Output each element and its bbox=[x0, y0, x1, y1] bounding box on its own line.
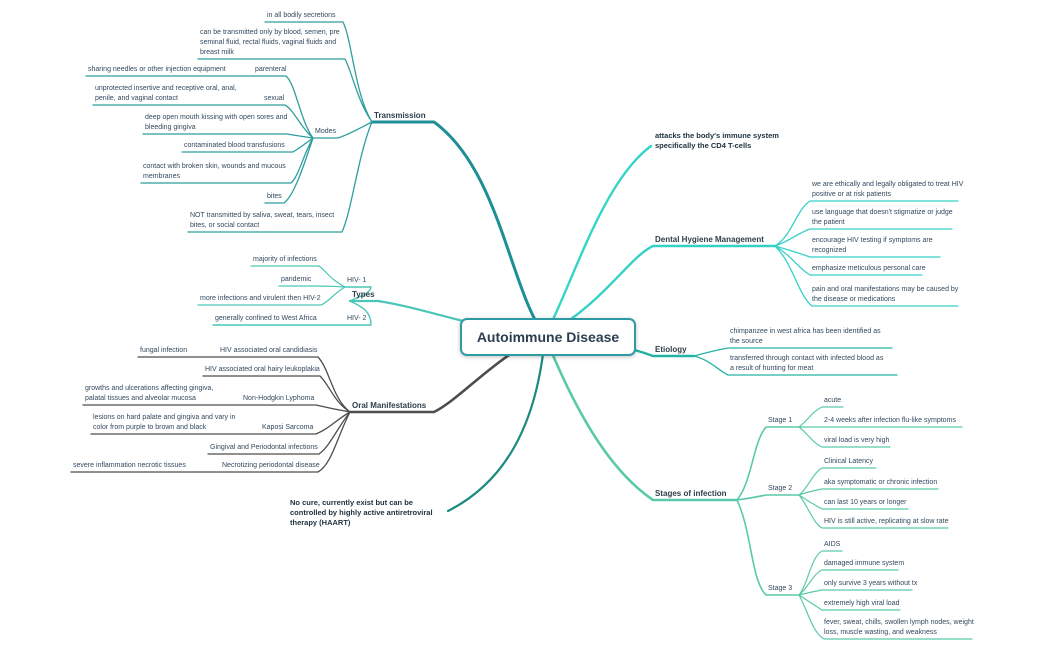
node-viral-load-high[interactable]: viral load is very high bbox=[824, 437, 890, 444]
node-pandemic[interactable]: pandemic bbox=[281, 276, 312, 283]
node-non-hodgkin-lymphoma[interactable]: Non-Hodgkin Lyphoma bbox=[243, 395, 315, 402]
node-sexual[interactable]: sexual bbox=[264, 95, 285, 102]
node-west-africa[interactable]: generally confined to West Africa bbox=[215, 315, 317, 322]
branch-oral-children bbox=[70, 356, 351, 473]
node-gingival-periodontal-infections[interactable]: Gingival and Periodontal infections bbox=[210, 444, 318, 451]
branch-transmission-trunk bbox=[370, 120, 547, 338]
node-chronic-infection[interactable]: aka symptomatic or chronic infection bbox=[824, 479, 938, 486]
node-stages-of-infection[interactable]: Stages of infection bbox=[655, 489, 727, 498]
node-damaged-immune-system[interactable]: damaged immune system bbox=[824, 560, 905, 567]
node-pain-oral-manifestations[interactable]: pain and oral manifestations may be caus… bbox=[812, 286, 959, 303]
node-acute[interactable]: acute bbox=[824, 397, 842, 404]
central-node-title: Autoimmune Disease bbox=[476, 329, 620, 345]
node-severe-inflammation[interactable]: severe inflammation necrotic tissues bbox=[73, 462, 186, 469]
node-extremely-high-viral-load[interactable]: extremely high viral load bbox=[824, 600, 900, 607]
node-chimpanzee-source[interactable]: chimpanzee in west africa has been ident… bbox=[730, 328, 881, 345]
central-node[interactable]: Autoimmune Disease bbox=[460, 318, 636, 356]
node-oral-manifestations[interactable]: Oral Manifestations bbox=[352, 401, 427, 410]
node-types[interactable]: Types bbox=[352, 290, 375, 299]
branch-modes-children bbox=[85, 75, 314, 204]
node-open-mouth-kissing[interactable]: deep open mouth kissing with open sores … bbox=[145, 114, 288, 131]
node-stage-1[interactable]: Stage 1 bbox=[768, 417, 793, 424]
node-more-virulent[interactable]: more infections and virulent then HIV-2 bbox=[200, 295, 321, 302]
node-non-stigmatizing-language[interactable]: use language that doesn't stigmatize or … bbox=[812, 209, 953, 226]
node-hiv-1[interactable]: HIV- 1 bbox=[347, 277, 367, 284]
node-blood-transfusions[interactable]: contaminated blood transfusions bbox=[184, 142, 285, 149]
node-parenteral[interactable]: parenteral bbox=[255, 66, 287, 73]
node-kaposi-sarcoma[interactable]: Kaposi Sarcoma bbox=[262, 424, 314, 431]
branch-stage2-children bbox=[798, 467, 949, 529]
node-majority-of-infections[interactable]: majority of infections bbox=[253, 256, 317, 263]
node-necrotizing-periodontal-disease[interactable]: Necrotizing periodontal disease bbox=[222, 462, 320, 469]
node-replicating-slow-rate[interactable]: HIV is still active, replicating at slow… bbox=[824, 518, 949, 525]
node-transmission[interactable]: Transmission bbox=[374, 111, 426, 120]
node-bodily-secretions[interactable]: in all bodily secretions bbox=[267, 12, 336, 19]
branch-haart bbox=[446, 334, 547, 513]
node-transmitted-by-fluids[interactable]: can be transmitted only by blood, semen,… bbox=[200, 29, 340, 56]
node-modes[interactable]: Modes bbox=[315, 128, 337, 135]
node-etiology[interactable]: Etiology bbox=[655, 345, 687, 354]
branch-dental-children bbox=[774, 200, 959, 307]
node-palate-lesions[interactable]: lesions on hard palate and gingiva and v… bbox=[93, 414, 236, 431]
node-ten-years-or-longer[interactable]: can last 10 years or longer bbox=[824, 499, 907, 506]
node-oral-candidiasis[interactable]: HIV associated oral candidiasis bbox=[220, 347, 318, 354]
node-survive-3-years[interactable]: only survive 3 years without tx bbox=[824, 580, 918, 587]
branch-hiv1-children bbox=[197, 265, 346, 306]
node-stage-3[interactable]: Stage 3 bbox=[768, 585, 793, 592]
node-clinical-latency[interactable]: Clinical Latency bbox=[824, 458, 874, 465]
node-sharing-needles[interactable]: sharing needles or other injection equip… bbox=[88, 66, 226, 73]
node-fungal-infection[interactable]: fungal infection bbox=[140, 347, 188, 354]
node-ethically-obligated[interactable]: we are ethically and legally obligated t… bbox=[812, 181, 964, 198]
node-flu-like-symptoms[interactable]: 2-4 weeks after infection flu-like sympt… bbox=[824, 417, 956, 424]
branch-etiology-children bbox=[693, 347, 898, 376]
branch-stage1-children bbox=[798, 406, 963, 448]
node-dental-hygiene-management[interactable]: Dental Hygiene Management bbox=[655, 235, 764, 244]
branch-attacks bbox=[543, 144, 653, 338]
node-transferred-hunting[interactable]: transferred through contact with infecte… bbox=[730, 355, 884, 372]
node-fever-symptoms[interactable]: fever, sweat, chills, swollen lymph node… bbox=[824, 619, 974, 636]
node-stage-2[interactable]: Stage 2 bbox=[768, 485, 793, 492]
branch-stage3-children bbox=[798, 550, 973, 640]
node-encourage-testing[interactable]: encourage HIV testing if symptoms are re… bbox=[812, 237, 933, 254]
node-hairy-leukoplakia[interactable]: HIV associated oral hairy leukoplakia bbox=[205, 366, 320, 373]
branch-stages-trunk bbox=[543, 334, 739, 502]
node-hiv-2[interactable]: HIV- 2 bbox=[347, 315, 367, 322]
node-attacks-immune-system[interactable]: attacks the body's immune system specifi… bbox=[655, 131, 779, 150]
node-aids[interactable]: AIDS bbox=[824, 541, 841, 548]
node-growths-ulcerations[interactable]: growths and ulcerations affecting gingiv… bbox=[85, 385, 214, 402]
node-bites[interactable]: bites bbox=[267, 193, 282, 200]
branch-stages-children bbox=[736, 426, 800, 596]
node-no-cure-haart[interactable]: No cure, currently exist but can be cont… bbox=[290, 498, 433, 527]
node-meticulous-personal-care[interactable]: emphasize meticulous personal care bbox=[812, 265, 926, 272]
branch-types-children bbox=[212, 286, 372, 326]
branch-transmission-children bbox=[187, 21, 373, 233]
node-not-transmitted-by[interactable]: NOT transmitted by saliva, sweat, tears,… bbox=[190, 212, 335, 229]
node-broken-skin-contact[interactable]: contact with broken skin, wounds and muc… bbox=[143, 163, 286, 180]
node-unprotected-contact[interactable]: unprotected insertive and receptive oral… bbox=[95, 85, 237, 102]
